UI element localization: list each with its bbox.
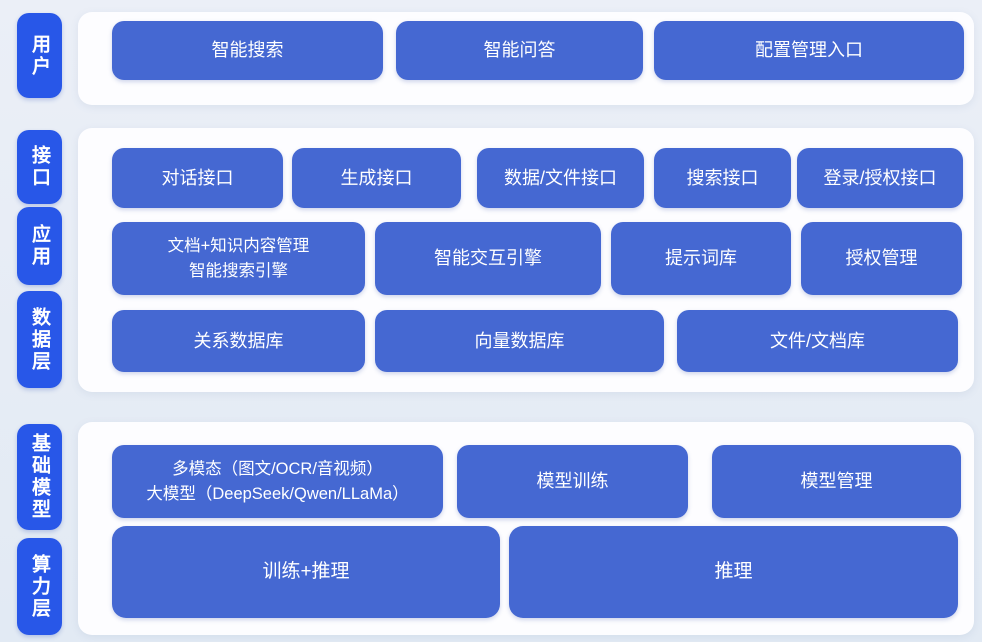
node-prompt-library: 提示词库 bbox=[611, 222, 791, 295]
layer-pill-user: 用户 bbox=[17, 13, 62, 98]
node-label: 提示词库 bbox=[665, 248, 737, 269]
node-intelligent-search: 智能搜索 bbox=[112, 21, 383, 80]
node-label: 模型管理 bbox=[800, 471, 873, 492]
node-model-management: 模型管理 bbox=[712, 445, 961, 518]
node-vector-database: 向量数据库 bbox=[375, 310, 664, 372]
node-label: 智能交互引擎 bbox=[434, 248, 542, 269]
layer-pill-data-label: 数据层 bbox=[29, 306, 50, 373]
node-search-api: 搜索接口 bbox=[654, 148, 791, 208]
node-data-file-api: 数据/文件接口 bbox=[477, 148, 644, 208]
node-authorization-management: 授权管理 bbox=[801, 222, 962, 295]
node-label: 配置管理入口 bbox=[755, 40, 863, 61]
node-label: 生成接口 bbox=[340, 167, 413, 188]
node-label: 推理 bbox=[714, 561, 753, 583]
node-intelligent-interaction-engine: 智能交互引擎 bbox=[375, 222, 601, 295]
node-label-line2: 大模型（DeepSeek/Qwen/LLaMa） bbox=[146, 484, 409, 503]
layer-pill-interface-label: 接口 bbox=[29, 145, 50, 189]
node-login-auth-api: 登录/授权接口 bbox=[797, 148, 963, 208]
node-label: 关系数据库 bbox=[193, 330, 284, 351]
layer-pill-application-label: 应用 bbox=[29, 224, 50, 268]
node-label: 智能问答 bbox=[483, 40, 556, 61]
layer-pill-data: 数据层 bbox=[17, 291, 62, 388]
layer-pill-foundation-model-label: 基础模型 bbox=[29, 433, 50, 521]
node-label-line2: 智能搜索引擎 bbox=[189, 261, 288, 280]
layer-pill-application: 应用 bbox=[17, 207, 62, 285]
node-doc-knowledge-search-engine: 文档+知识内容管理 智能搜索引擎 bbox=[112, 222, 365, 295]
node-label: 训练+推理 bbox=[262, 561, 350, 583]
node-label: 对话接口 bbox=[161, 167, 234, 188]
node-label: 模型训练 bbox=[536, 471, 609, 492]
node-label: 向量数据库 bbox=[474, 330, 565, 351]
node-label: 授权管理 bbox=[845, 248, 918, 269]
node-training-inference: 训练+推理 bbox=[112, 526, 500, 618]
layer-pill-foundation-model: 基础模型 bbox=[17, 424, 62, 530]
node-file-document-store: 文件/文档库 bbox=[677, 310, 958, 372]
layer-pill-compute-label: 算力层 bbox=[29, 553, 50, 620]
layer-pill-user-label: 用户 bbox=[29, 33, 50, 78]
node-label: 文件/文档库 bbox=[769, 330, 865, 351]
node-dialog-api: 对话接口 bbox=[112, 148, 283, 208]
layer-pill-interface: 接口 bbox=[17, 130, 62, 204]
node-label: 搜索接口 bbox=[686, 167, 759, 188]
node-multimodal-llm: 多模态（图文/OCR/音视频） 大模型（DeepSeek/Qwen/LLaMa） bbox=[112, 445, 443, 518]
node-relational-database: 关系数据库 bbox=[112, 310, 365, 372]
node-label-line1: 文档+知识内容管理 bbox=[167, 236, 310, 255]
node-label: 智能搜索 bbox=[211, 40, 284, 61]
node-label: 数据/文件接口 bbox=[503, 167, 617, 188]
node-label: 登录/授权接口 bbox=[823, 167, 937, 188]
node-generation-api: 生成接口 bbox=[292, 148, 461, 208]
node-inference: 推理 bbox=[509, 526, 958, 618]
node-model-training: 模型训练 bbox=[457, 445, 688, 518]
node-intelligent-qa: 智能问答 bbox=[396, 21, 643, 80]
layer-pill-compute: 算力层 bbox=[17, 538, 62, 635]
node-config-management-entry: 配置管理入口 bbox=[654, 21, 964, 80]
node-label-line1: 多模态（图文/OCR/音视频） bbox=[172, 459, 383, 478]
